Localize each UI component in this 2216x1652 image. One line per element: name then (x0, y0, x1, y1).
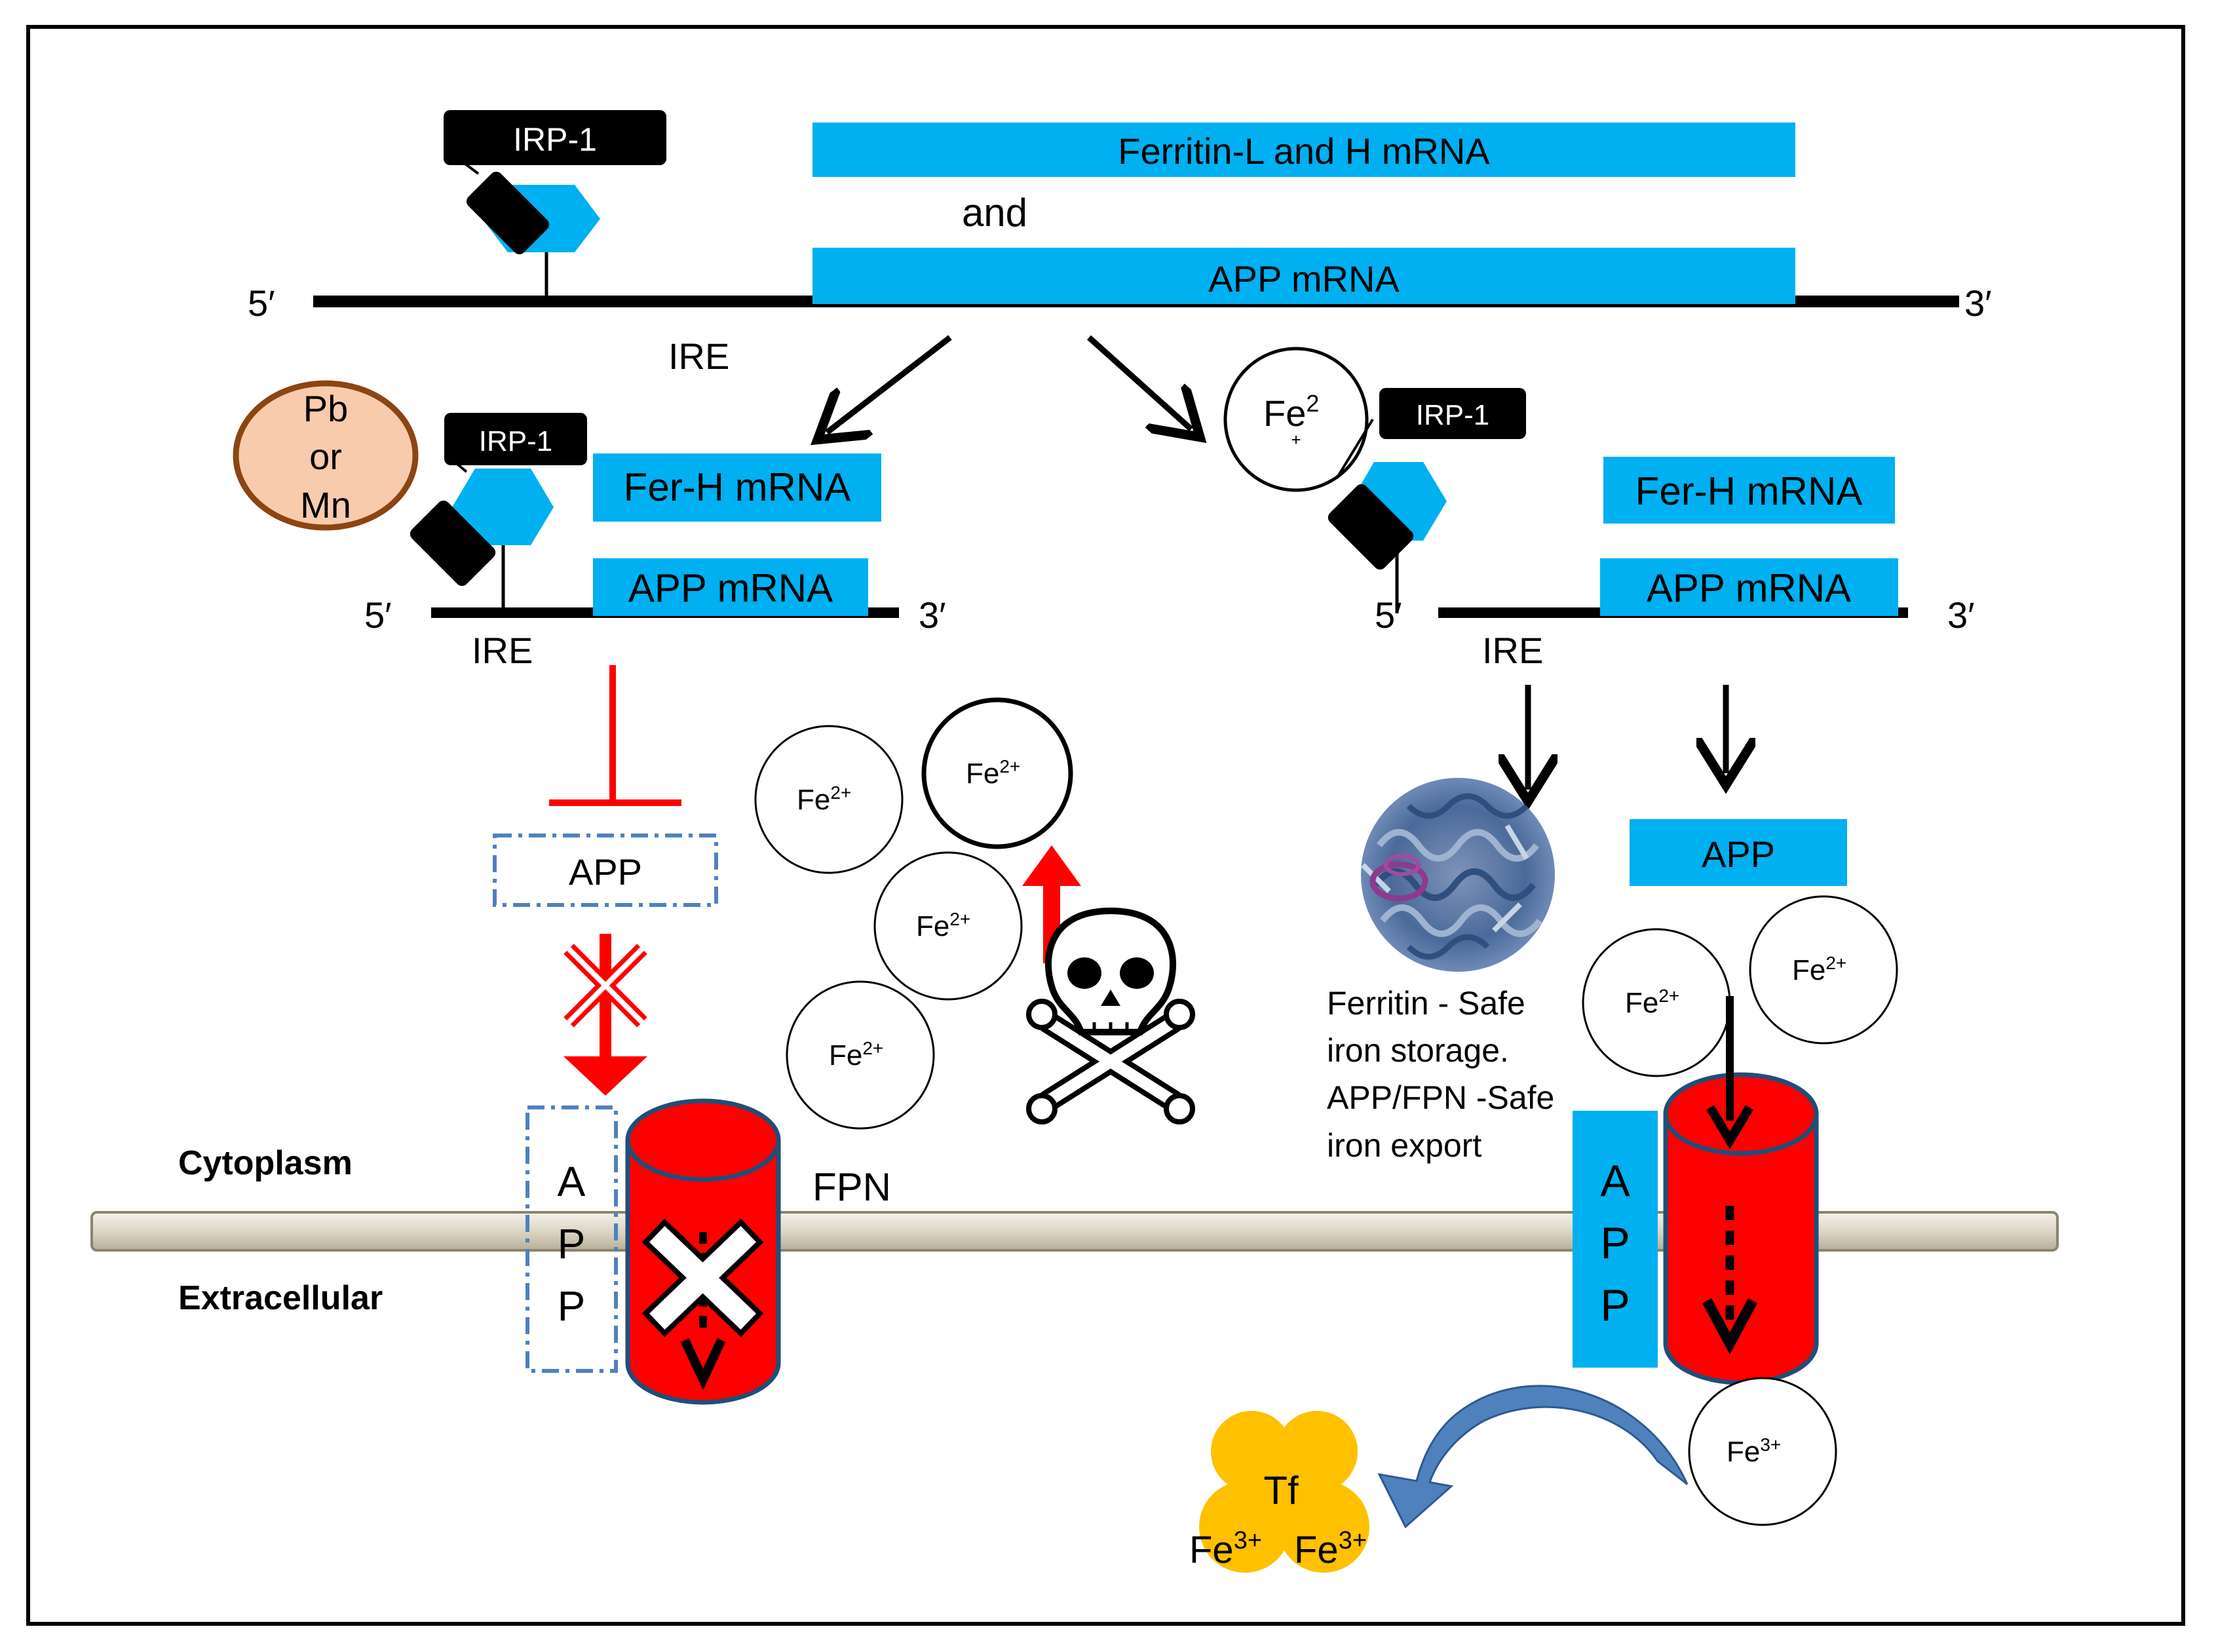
right-fe-circle: Fe2 + (1223, 347, 1369, 492)
fe3-ion: Fe3+ (1688, 1377, 1837, 1526)
left-app-letter-a: A (558, 1158, 586, 1205)
left-app-letter-p2: P (558, 1282, 586, 1330)
ferritin-caption-2: iron storage. (1327, 1032, 1509, 1069)
ferritin-caption-3: APP/FPN -Safe (1327, 1079, 1554, 1116)
left-fpn-channel (625, 1098, 781, 1405)
svg-text:Fe2+: Fe2+ (966, 756, 1020, 790)
tf-label: Tf (1263, 1469, 1299, 1512)
ferritin-caption-1: Ferritin - Safe (1327, 985, 1525, 1022)
fpn-label: FPN (812, 1165, 891, 1209)
svg-text:Fe3+: Fe3+ (1727, 1434, 1781, 1468)
right-app-box-label: APP (1702, 834, 1775, 875)
left-three-prime: 3′ (919, 594, 946, 636)
left-irp-box (444, 413, 587, 465)
inhibition-symbol (549, 665, 681, 806)
left-app-dashed-vertical (525, 1105, 618, 1373)
left-app-box-label: APP (569, 851, 642, 893)
top-irp-box (444, 110, 666, 165)
fe-ion-1: Fe2+ (754, 725, 904, 874)
left-app-dashed-box (493, 834, 718, 907)
skull-crossbones-icon (1026, 907, 1195, 1124)
svg-text:Fe2: Fe2 (1263, 390, 1319, 434)
ferritin-mrna-label: Ferritin-L and H mRNA (1118, 130, 1490, 172)
left-app-mrna-bar (593, 558, 868, 616)
left-irp-label: IRP-1 (479, 425, 552, 457)
figure-frame (26, 25, 2185, 1626)
svg-text:Fe2+: Fe2+ (1792, 953, 1846, 986)
right-fpn-channel (1663, 996, 1819, 1385)
fe-ion-3: Fe2+ (873, 851, 1023, 1001)
right-irp-box (1379, 388, 1526, 439)
right-fe-ion-1: Fe2+ (1582, 928, 1731, 1077)
right-app-vertical (1573, 1111, 1658, 1368)
cell-membrane (90, 1211, 2059, 1252)
mn-label: Mn (300, 484, 351, 526)
top-app-mrna-label: APP mRNA (1208, 258, 1400, 299)
top-three-prime: 3′ (1964, 282, 1992, 324)
left-ire-label: IRE (472, 630, 533, 671)
blocked-red-arrow (564, 934, 647, 1096)
left-app-mrna-label: APP mRNA (628, 566, 833, 610)
curved-arrow-to-tf (1377, 1385, 1689, 1529)
top-five-prime: 5′ (248, 282, 275, 324)
right-three-prime: 3′ (1947, 594, 1975, 636)
right-fe-ion-2: Fe2+ (1749, 895, 1898, 1045)
top-app-mrna-bar (812, 248, 1795, 304)
ferritin-protein-image (1361, 778, 1555, 972)
ferritin-caption-4: iron export (1327, 1127, 1481, 1164)
right-app-mrna-label: APP mRNA (1647, 566, 1851, 610)
left-ferh-bar (593, 453, 881, 522)
left-five-prime: 5′ (364, 594, 392, 636)
left-irp-complex: IRP-1 (410, 413, 587, 613)
and-label: and (962, 191, 1027, 235)
top-ire-label: IRE (668, 336, 729, 377)
right-irp-complex: IRP-1 (1328, 388, 1526, 613)
transferrin-protein: Tf Fe3+ Fe3+ (1189, 1411, 1369, 1573)
left-hexagon (452, 469, 554, 545)
arrow-top-to-right (1086, 335, 1191, 429)
right-ferh-label: Fer-H mRNA (1635, 469, 1863, 513)
ferritin-mrna-bar (812, 123, 1795, 177)
pb-mn-circle: Pb or Mn (233, 380, 419, 531)
svg-text:Fe3+: Fe3+ (1294, 1527, 1367, 1571)
left-app-letter-p1: P (558, 1220, 586, 1267)
svg-text:Fe2+: Fe2+ (797, 782, 851, 816)
right-app-letter-p1: P (1600, 1218, 1630, 1268)
top-irp-complex: IRP-1 (444, 110, 666, 301)
right-app-letter-a: A (1600, 1156, 1630, 1206)
svg-text:Fe2+: Fe2+ (1625, 986, 1679, 1019)
right-app-letter-p2: P (1600, 1280, 1630, 1330)
or-label: or (309, 436, 342, 477)
arrow-top-to-left (827, 335, 952, 432)
right-ferh-bar (1603, 457, 1895, 524)
right-five-prime: 5′ (1375, 594, 1402, 636)
cytoplasm-label: Cytoplasm (178, 1144, 353, 1182)
left-ferh-label: Fer-H mRNA (624, 465, 851, 509)
right-irp-label: IRP-1 (1416, 399, 1489, 431)
fe-ion-2: Fe2+ (921, 697, 1073, 849)
right-app-box (1630, 819, 1847, 886)
svg-text:+: + (1291, 430, 1301, 450)
pb-label: Pb (303, 388, 349, 429)
svg-text:Fe2+: Fe2+ (916, 909, 970, 942)
fe-ion-4: Fe2+ (786, 980, 935, 1130)
extracellular-label: Extracellular (178, 1279, 383, 1317)
right-app-mrna-bar (1600, 558, 1898, 616)
svg-text:Fe3+: Fe3+ (1189, 1527, 1262, 1571)
right-ire-label: IRE (1482, 630, 1543, 671)
svg-text:Fe2+: Fe2+ (829, 1038, 883, 1071)
top-irp-label: IRP-1 (513, 121, 597, 158)
